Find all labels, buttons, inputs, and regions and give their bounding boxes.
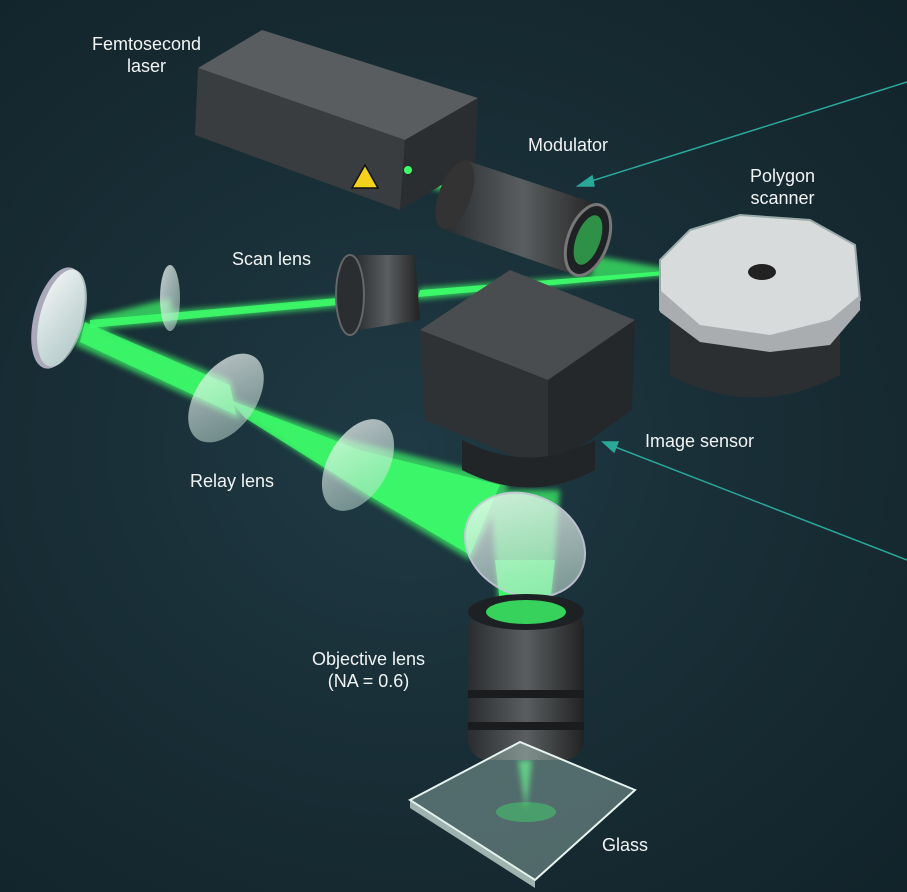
label-laser-line2: laser [127,56,167,76]
relay-lens-2 [321,419,395,511]
pointer-line-modulator [575,81,907,187]
label-relay-lens: Relay lens [190,471,275,491]
laser-warning-icon [350,163,380,189]
image-sensor [420,270,635,488]
relay-lens-small [160,265,180,331]
polygon-scanner [659,213,862,398]
dichroic-mirror [463,491,587,599]
label-scan-lens: Scan lens [232,249,312,269]
label-femtosecond-laser: Femtosecond laser [92,33,201,77]
relay-lens-1 [188,353,264,443]
label-modulator: Modulator [528,135,609,155]
pointer-line-image-sensor [601,441,907,561]
label-laser-line1: Femtosecond [92,34,202,54]
label-polygon-scanner: Polygon scanner [750,165,815,209]
label-objective-lens: Objective lens (NA = 0.6) [312,648,425,692]
label-polygon-line2: scanner [750,188,815,208]
label-image-sensor: Image sensor [645,431,755,451]
label-objective-line2: (NA = 0.6) [327,671,410,691]
label-polygon-line1: Polygon [750,166,816,186]
glass-slide [408,740,637,888]
objective-lens [468,594,584,760]
label-objective-line1: Objective lens [312,649,426,669]
label-glass: Glass [602,835,649,855]
femtosecond-laser [195,30,478,210]
modulator [435,160,613,277]
scan-lens [335,254,420,336]
folding-mirror [31,267,87,369]
